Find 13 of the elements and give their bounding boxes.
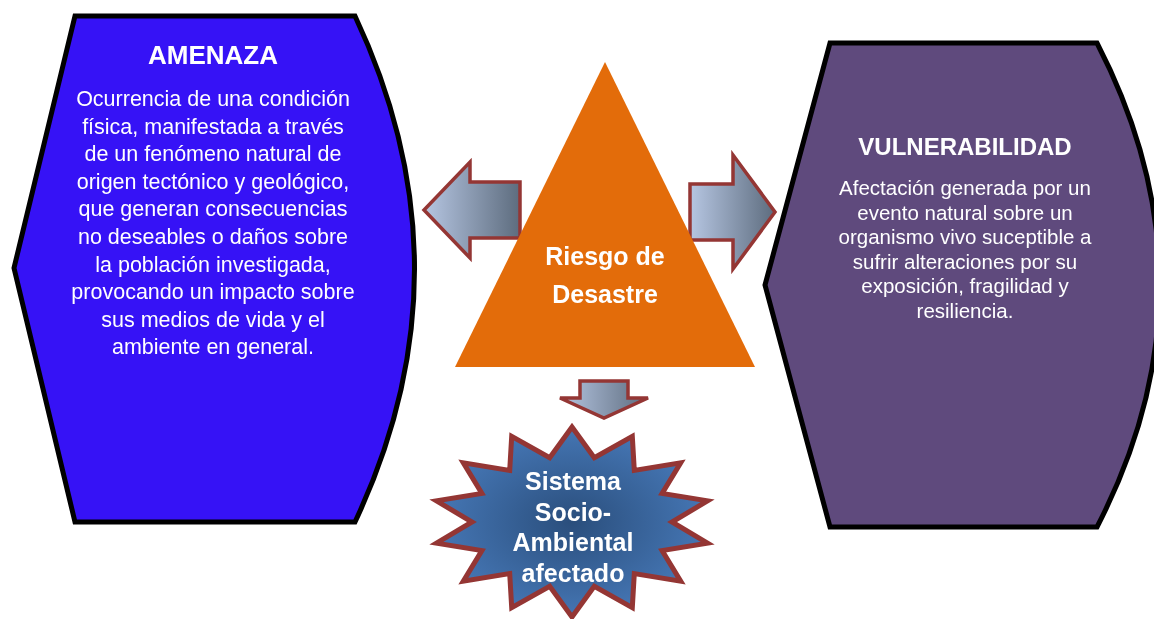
block-arrow [558,379,650,420]
panel-text: Afectación generada por un evento natural sobre un organismo vivo suceptible a sufrir alteraciones por su exposición, fragilidad y resiliencia. [837,176,1093,324]
block-arrow [688,149,778,275]
starburst-shape [432,426,714,619]
arrow-panel [12,14,415,524]
panel-text: Ocurrencia de una condición física, manifestada a través de un fenómeno natural de origen tectónico y geológico, que generan consecuencias no deseables o daños sobre la población investigada, provocando un impacto sobre sus medios de vida y el ambiente en general. [70,86,356,362]
triangle-label: Riesgo de Desastre [544,241,666,310]
star-label: Sistema Socio-Ambiental afectado [511,466,635,588]
block-arrow [421,157,522,263]
triangle-shape [452,60,758,370]
panel-heading: VULNERABILIDAD [857,132,1073,162]
arrow-panel [762,40,1154,530]
panel-heading: AMENAZA [147,40,279,70]
